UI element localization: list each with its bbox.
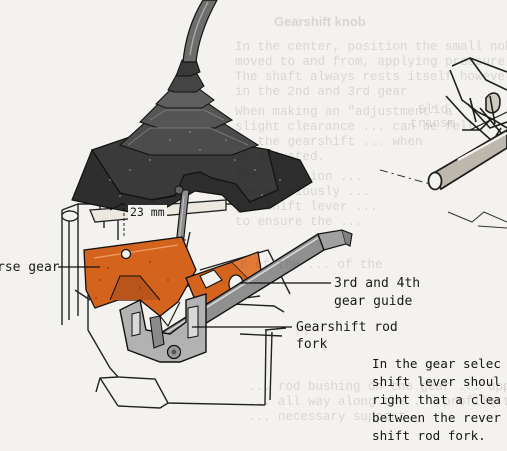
alignment-dash-line (379, 169, 431, 185)
gearshift-rod-fork (119, 293, 207, 363)
caption-line: right that a clea (372, 392, 501, 407)
gear-guide-label-line2: gear guide (334, 294, 413, 309)
bleed-through-line: When making an "adjustment" a (235, 105, 453, 119)
bleed-through-line: This position ... (235, 170, 363, 184)
reverse-gear-label: rse gear (0, 260, 60, 275)
caption-line: between the rever (372, 410, 501, 425)
bleed-through-side: transm (410, 117, 456, 131)
bleed-through-line: In the center, position the small nob so (235, 40, 507, 54)
dimension-label: 23 mm (128, 205, 167, 220)
bleed-through-line: in the 2nd and 3rd gear (235, 85, 408, 99)
bleed-through-line: is adjusted. (235, 150, 326, 164)
bleed-through-line: moved to and from, applying pressure. (235, 55, 507, 69)
gear-guide-label-line1: 3rd and 4th (334, 276, 421, 291)
caption-line: shift rod fork. (372, 428, 486, 443)
bleed-through-line: r of the ... of the (240, 258, 383, 272)
bleed-through-line: ... rod bushing on the gear ... upper (248, 380, 507, 394)
fork-label-line2: fork (296, 337, 328, 352)
reverse-gear-guide (83, 236, 197, 328)
bleed-through-line: on the gearshift ... when (235, 135, 423, 149)
bleed-through-line: The shaft always rests itself however (235, 70, 507, 84)
caption-line: In the gear selec (372, 356, 501, 371)
dimension-line (109, 202, 125, 211)
right-shift-rod (427, 111, 507, 191)
bleed-through-line: to ensure the ... (235, 215, 363, 229)
bleed-through-line: gearshift lever ... (235, 200, 378, 214)
caption-line: shift lever shoul (372, 374, 501, 389)
bleed-through-line: ... all way along the ... profile the (248, 395, 507, 409)
fork-label-line1: Gearshift rod (296, 320, 398, 335)
caption-paragraph: In the gear selec shift lever shoul righ… (372, 355, 507, 445)
bleed-through-line: ... necessary support. (248, 410, 414, 424)
bleed-through-heading: Gearshift knob (274, 14, 366, 29)
bleed-through-line: slight clearance ... can be felt (235, 120, 476, 134)
shift-lever (182, 0, 218, 63)
rubber-boot (71, 59, 313, 213)
bleed-through-line: has previously ... (235, 185, 371, 199)
bleed-through-side: Slid (418, 103, 449, 117)
